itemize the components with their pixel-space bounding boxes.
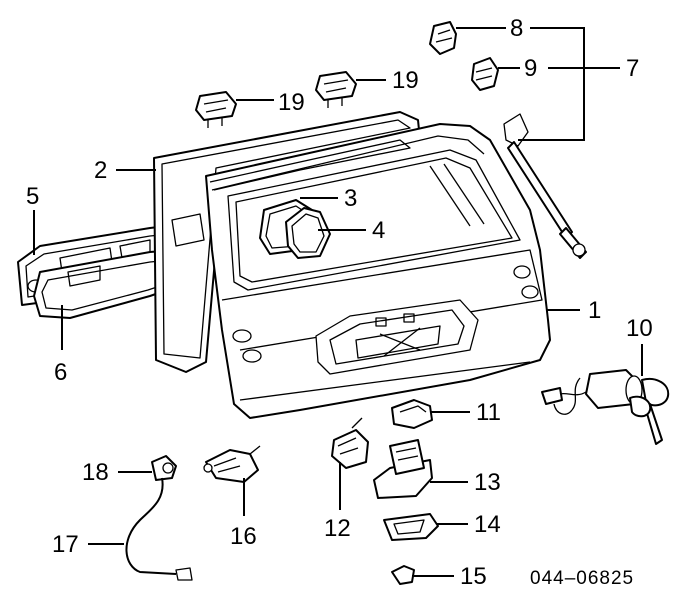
label-part-6: 6 xyxy=(54,359,67,386)
part-15-clip xyxy=(391,565,415,585)
part-19-stay-left xyxy=(195,91,237,128)
label-part-15: 15 xyxy=(460,563,487,590)
label-part-11: 11 xyxy=(476,399,501,426)
label-part-8: 8 xyxy=(510,15,523,42)
label-part-3: 3 xyxy=(344,185,357,212)
label-part-2: 2 xyxy=(94,157,107,184)
diagram-code: 044–06825 xyxy=(530,568,634,589)
label-part-19-left: 19 xyxy=(278,89,305,116)
label-part-12: 12 xyxy=(324,515,351,542)
label-part-7: 7 xyxy=(626,55,639,82)
part-18-bracket xyxy=(151,455,177,481)
part-8-bracket xyxy=(429,21,457,55)
part-14-cover xyxy=(383,513,439,541)
part-19-stay-right xyxy=(315,71,357,108)
label-part-16: 16 xyxy=(230,523,257,550)
part-1-back-door xyxy=(205,123,551,419)
label-part-1: 1 xyxy=(588,297,601,324)
label-part-19-right: 19 xyxy=(392,67,419,94)
part-12-lock-assembly xyxy=(331,417,369,469)
callout-labels: 2 5 6 3 4 1 8 9 7 19 19 10 11 12 13 14 1… xyxy=(26,15,653,590)
label-part-9: 9 xyxy=(524,55,537,82)
part-16-latch xyxy=(203,445,261,483)
label-part-4: 4 xyxy=(372,217,385,244)
part-17-cable xyxy=(125,477,193,581)
part-10-lock-cylinder xyxy=(541,369,670,445)
part-9-bracket xyxy=(471,57,499,91)
label-part-13: 13 xyxy=(474,469,501,496)
leader-lines xyxy=(33,27,643,577)
label-part-17: 17 xyxy=(52,531,79,558)
part-4-cover xyxy=(285,207,331,259)
part-13-handle xyxy=(373,439,433,499)
label-part-18: 18 xyxy=(82,459,109,486)
label-part-10: 10 xyxy=(626,315,653,342)
label-part-5: 5 xyxy=(26,183,39,210)
label-part-14: 14 xyxy=(474,511,501,538)
part-11-clip xyxy=(391,399,433,429)
part-7-gas-strut xyxy=(503,113,587,259)
